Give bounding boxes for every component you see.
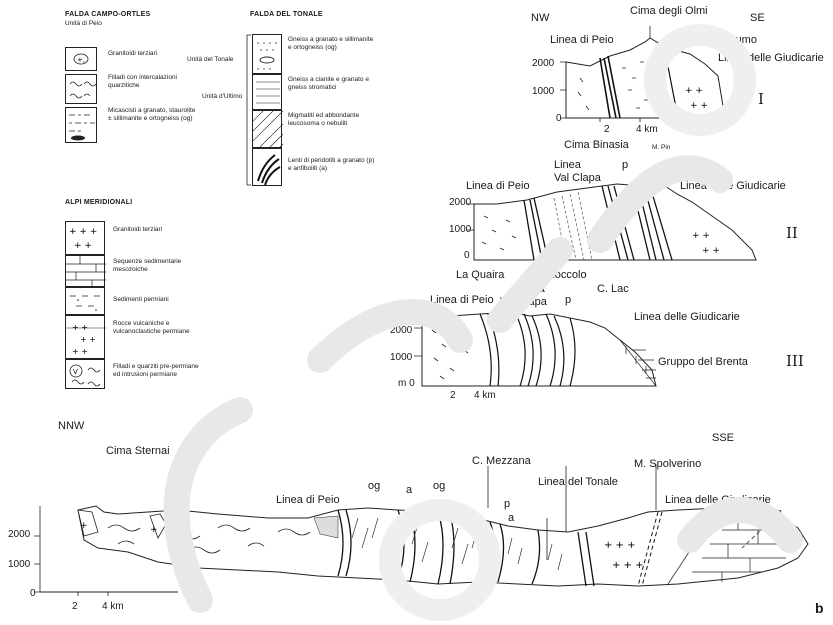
xtick-2-I: 2 <box>604 124 610 135</box>
legend-swatch-granitoidi: +, <box>65 47 97 71</box>
legend-text-peridotiti: Lenti di peridotiti a granato (p) e anfi… <box>288 157 378 173</box>
legend-text-gneiss-cianite: Gneiss a cianite e granato e gneiss stro… <box>288 76 378 92</box>
svg-text:+ +: + + <box>690 101 708 111</box>
legend-swatch-sedimenti-permiani <box>65 287 105 315</box>
label-gruppo-del-brenta: Gruppo del Brenta <box>658 356 748 368</box>
label-m-spolverino: M. Spolverino <box>634 458 701 470</box>
legend-swatch-sequenze <box>65 255 105 287</box>
ytick-0-III: m 0 <box>398 378 415 389</box>
xtick-2-IV: 2 <box>72 601 78 612</box>
xtick-4km-IV: 4 km <box>102 601 124 612</box>
legend-swatch-filladi <box>65 74 97 104</box>
legend-subheader-peio: Unità di Peio <box>65 20 102 28</box>
ytick-0-IV: 0 <box>30 588 36 599</box>
legend-text-migmatiti: Migmatiti ed abbondante leucosoma o nebu… <box>288 112 378 128</box>
svg-text:+ +: + + <box>72 323 88 332</box>
ytick-0-II: 0 <box>464 250 470 261</box>
label-c-zoccolo: C. Zoccolo <box>534 269 587 281</box>
svg-text:+ +: + + <box>72 347 88 356</box>
legend-header-southern: ALPI MERIDIONALI <box>65 199 132 206</box>
legend-text-granitoidi-terziari: Granitoidi terziari <box>113 226 203 234</box>
panel-letter: b <box>815 600 824 616</box>
legend-swatch-gneiss-cianite <box>252 74 282 110</box>
legend-text-sedimenti-permiani: Sedimenti permiani <box>113 296 203 304</box>
legend-unit-tonale: Unità del Tonale <box>187 56 234 64</box>
svg-text:+: + <box>150 525 158 535</box>
peak-cima-degli-olmi: Cima degli Olmi <box>630 5 708 17</box>
xtick-2-III: 2 <box>450 390 456 401</box>
legend-text-vulcaniche: Rocce vulcaniche e vulcanoclastiche perm… <box>113 320 203 336</box>
cross-section-III-drawing <box>420 310 660 386</box>
label-linea-III: Linea <box>518 283 545 295</box>
legend-swatch-filladi-quarziti: V <box>65 359 105 389</box>
ytick-2000-III: 2000 <box>390 325 412 336</box>
label-p-III: p <box>565 294 571 306</box>
ytick-1000-I: 1000 <box>532 86 554 97</box>
ytick-2000-I: 2000 <box>532 58 554 69</box>
label-linea-II: Linea <box>554 159 581 171</box>
legend-text-granitoidi: Granitoidi terziari <box>108 50 198 58</box>
legend-header-campo-ortles: FALDA CAMPO-ORTLES <box>65 11 150 18</box>
ytick-2000-II: 2000 <box>449 197 471 208</box>
svg-text:+: + <box>80 521 88 531</box>
legend-header-tonale: FALDA DEL TONALE <box>250 11 323 18</box>
label-val-clapa-III: Val Clapa <box>500 296 547 308</box>
legend-swatch-granitoidi-terziari: + + + + + <box>65 221 105 255</box>
label-linea-di-peio-III: Linea di Peio <box>430 294 494 306</box>
section-numeral-III: III <box>786 352 804 370</box>
section-numeral-II: II <box>786 224 798 242</box>
label-val-clapa-II: Val Clapa <box>554 172 601 184</box>
svg-text:V: V <box>73 368 78 376</box>
cross-section-IV-drawing: + + + + + + + + <box>38 488 828 598</box>
svg-text:+ +: + + <box>685 86 703 96</box>
svg-text:+ +: + + <box>702 246 720 256</box>
ytick-1000-IV: 1000 <box>8 559 30 570</box>
label-p-II: p <box>622 159 628 171</box>
label-linea-del-tonale: Linea del Tonale <box>538 476 618 488</box>
legend-swatch-migmatiti <box>252 110 282 148</box>
cross-section-I-drawing: + + + + <box>560 18 800 118</box>
xtick-4km-I: 4 km <box>636 124 658 135</box>
legend-text-sequenze: Sequenze sedimentarie mesozoiche <box>113 258 203 274</box>
cross-section-II-drawing: + + + + <box>472 190 762 260</box>
svg-text:+,: +, <box>77 56 85 64</box>
svg-text:+ + +: + + + <box>604 540 636 551</box>
orientation-sse: SSE <box>712 432 734 444</box>
ytick-2000-IV: 2000 <box>8 529 30 540</box>
legend-text-filladi-quarziti: Filladi e quarziti pre-permiane ed intru… <box>113 363 203 379</box>
orientation-nnw: NNW <box>58 420 84 432</box>
legend-swatch-vulcaniche: + + + + + + <box>65 315 105 359</box>
svg-text:+ +: + + <box>74 241 92 251</box>
ytick-1000-II: 1000 <box>449 224 471 235</box>
peak-cima-sternai: Cima Sternai <box>106 445 170 457</box>
svg-text:+ + +: + + + <box>612 560 644 571</box>
legend-unit-ultimo: Unità d'Ultimo <box>202 93 242 101</box>
svg-text:+ +: + + <box>80 335 96 344</box>
label-cima-binasia: Cima Binasia <box>564 139 629 151</box>
ytick-1000-III: 1000 <box>390 352 412 363</box>
legend-text-gneiss-sillimanite: Gneiss a granato e sillimanite e ortogne… <box>288 36 378 52</box>
label-m-pin: M. Pin <box>652 144 670 152</box>
label-la-quaira: La Quaira <box>456 269 504 281</box>
label-a-II: a <box>666 168 672 180</box>
legend-bracket <box>241 35 251 185</box>
label-c-lac: C. Lac <box>597 283 629 295</box>
svg-text:+ +: + + <box>692 231 710 241</box>
legend-swatch-micascisti <box>65 107 97 143</box>
legend-text-micascisti: Micascisti a granato, staurolite ± silli… <box>108 107 198 123</box>
legend-swatch-gneiss-sillimanite <box>252 34 282 74</box>
legend-text-filladi: Filladi con intercalazioni quarzitiche <box>108 74 198 90</box>
orientation-nw: NW <box>531 12 549 24</box>
svg-text:+ + +: + + + <box>69 227 97 237</box>
label-c-mezzana: C. Mezzana <box>472 455 531 467</box>
xtick-4km-III: 4 km <box>474 390 496 401</box>
legend-swatch-peridotiti <box>252 148 282 186</box>
